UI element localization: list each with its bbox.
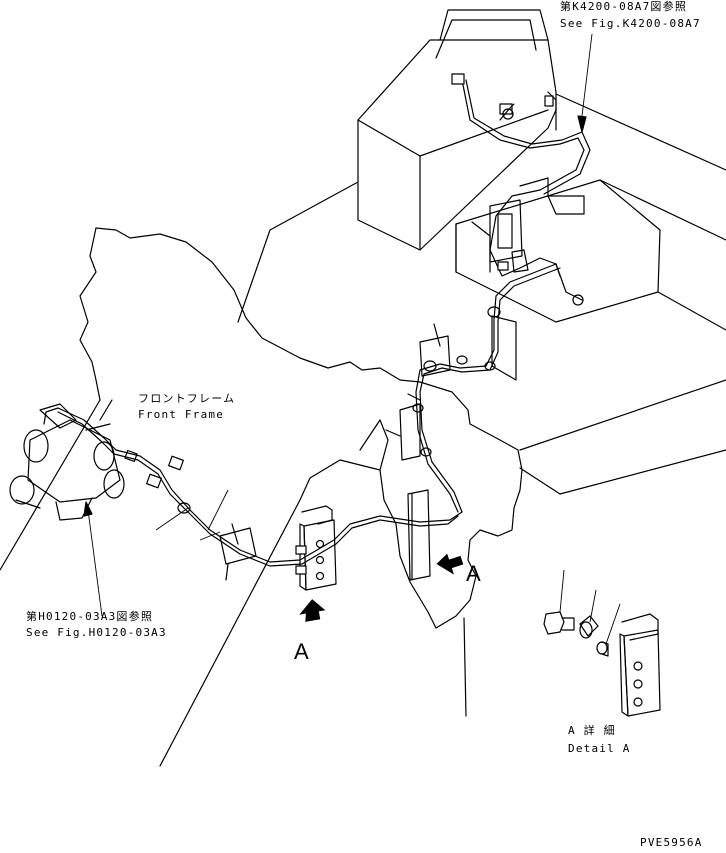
clamp-bar xyxy=(407,489,431,581)
front-frame-en: Front Frame xyxy=(138,408,225,421)
harness-brackets xyxy=(385,306,517,461)
front-frame xyxy=(0,181,523,767)
ref-h0120-en: See Fig.H0120-03A3 xyxy=(26,626,167,639)
valve-assembly xyxy=(9,403,125,521)
rear-deck xyxy=(455,93,726,495)
arrow-a-side xyxy=(436,553,464,575)
view-marker-a-bottom: A xyxy=(294,639,309,664)
ref-k4200-ja: 第K4200-08A7図参照 xyxy=(560,0,688,13)
front-frame-ja: フロントフレーム xyxy=(138,392,236,405)
panel-clips xyxy=(451,73,584,306)
arrow-a-bottom xyxy=(299,599,326,622)
detail-a-ja: A 詳 細 xyxy=(568,724,616,737)
detail-a-en: Detail A xyxy=(568,742,631,755)
clip-block xyxy=(295,505,337,591)
connectors xyxy=(124,449,257,581)
ref-h0120-ja: 第H0120-03A3図参照 xyxy=(26,610,154,623)
view-marker-a-side: A xyxy=(466,561,481,586)
drawing-number: PVE5956A xyxy=(640,836,703,849)
wire-harness xyxy=(43,79,591,567)
leader-lines xyxy=(83,33,593,617)
detail-a-parts xyxy=(543,569,661,717)
ref-k4200-en: See Fig.K4200-08A7 xyxy=(560,17,701,30)
cab-housing xyxy=(357,9,557,251)
